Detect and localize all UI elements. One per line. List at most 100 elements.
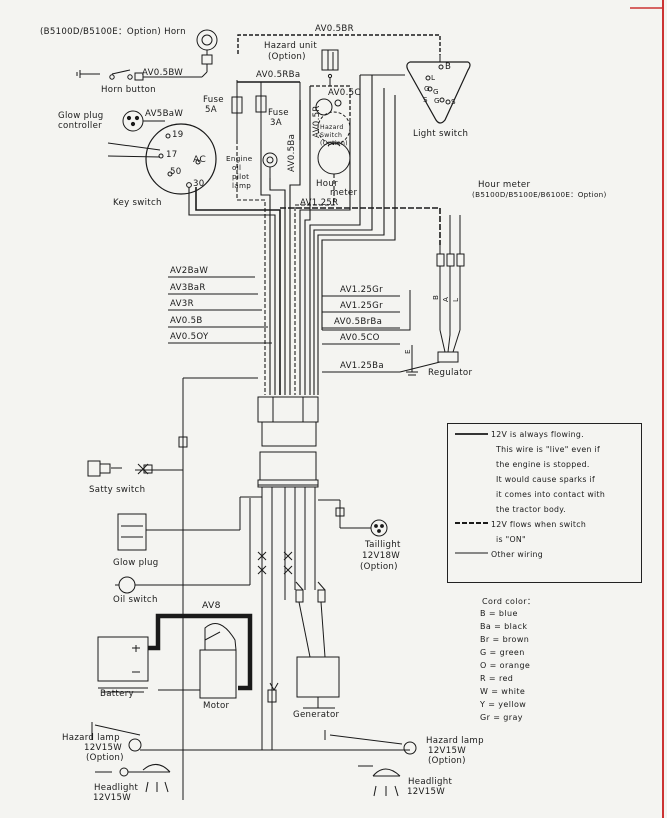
hazard-unit-label-2: (Option) — [268, 52, 306, 62]
av8-label: AV8 — [202, 600, 221, 611]
regulator-term-l: L — [451, 297, 460, 302]
key-terminal-50: 50 — [170, 167, 182, 177]
hour-meter-option-label-1: Hour meter — [478, 180, 531, 190]
wire-av125gr-label: AV1.25Gr — [340, 285, 383, 295]
legend-other-line: Other wiring — [491, 550, 544, 559]
lower-lamps — [91, 722, 417, 797]
motor-symbol — [158, 623, 237, 699]
hazard-lamp-right-label-1: Hazard lamp — [426, 736, 484, 746]
oil-switch-symbol — [115, 498, 251, 594]
hazard-switch-label-3: (Option) — [320, 140, 348, 147]
av8-cable — [148, 613, 253, 691]
hazard-lamp-left-label-1: Hazard lamp — [62, 733, 120, 743]
wire-av05ba-label: AV0.5Ba — [287, 133, 297, 172]
engine-oil-label-4: lamp — [232, 181, 252, 190]
satty-switch-label: Satty switch — [89, 485, 146, 495]
hazard-unit-symbol — [321, 49, 339, 86]
wire-av125gr-label-2: AV1.25Gr — [340, 301, 383, 311]
legend-always-line-4: It would cause sparks if — [496, 475, 596, 484]
oil-switch-label: Oil switch — [113, 595, 158, 605]
wire-av05co-label: AV0.5CO — [340, 333, 380, 343]
hazard-lamp-left-label-2: 12V15W — [84, 743, 123, 753]
legend-always-line-5: it comes into contact with — [496, 490, 606, 499]
glow-plug-symbol — [117, 496, 262, 551]
light-switch-term-g3: G — [433, 87, 439, 96]
engine-oil-label-1: Engine — [226, 154, 253, 163]
fuse-5a — [231, 80, 243, 140]
legend-switch-line-2: is "ON" — [496, 535, 526, 544]
horn-button-label: Horn button — [101, 85, 156, 95]
hazard-switch-label-2: Switch — [320, 132, 343, 139]
headlight-left-label-1: Headlight — [94, 783, 139, 793]
glow-plug-label: Glow plug — [113, 558, 159, 568]
key-switch-label: Key switch — [113, 198, 162, 208]
light-switch-term-l: L — [431, 73, 436, 82]
generator-symbol — [296, 601, 340, 709]
taillight-label-1: Taillight — [365, 540, 401, 550]
regulator-term-b: B — [431, 294, 440, 300]
engine-oil-label-2: oil — [232, 163, 242, 172]
generator-label: Generator — [293, 710, 340, 720]
regulator-label: Regulator — [428, 368, 473, 378]
legend-always-line-6: the tractor body. — [496, 505, 566, 514]
taillight-label-2: 12V18W — [362, 551, 401, 561]
wire-av05r-label: AV0.5R — [312, 105, 322, 138]
engine-oil-label-3: pilot — [232, 172, 250, 181]
wire-av125ba-label: AV1.25Ba — [340, 361, 384, 371]
regulator-symbol — [406, 329, 461, 376]
hazard-lamp-right-label-2: 12V15W — [428, 746, 467, 756]
battery-symbol — [97, 636, 149, 693]
hazard-lamp-right-label-3: (Option) — [428, 756, 466, 766]
headlight-right-label-2: 12V15W — [407, 787, 446, 797]
wire-av2baw-label: AV2BaW — [170, 266, 209, 276]
harness-connector — [257, 396, 319, 488]
light-switch-symbol — [406, 61, 471, 124]
wire-av3bar-label: AV3BaR — [170, 283, 206, 293]
hour-meter-option-label-2: (B5100D/B5100E/B6100E：Option) — [472, 190, 607, 199]
light-switch-term-s2: S — [451, 97, 456, 106]
wire-av05oy-label: AV0.5OY — [170, 332, 209, 342]
wire-av125r-label: AV1.25R — [300, 198, 339, 208]
light-switch-term-s: S — [423, 95, 428, 104]
glow-plug-controller-symbol — [122, 110, 165, 132]
taillight-symbol — [318, 499, 388, 537]
legend-switch-line-1: 12V flows when switch — [491, 520, 587, 529]
cord-color-item: W = white — [480, 687, 526, 696]
cord-color-item: Y = yellow — [480, 700, 527, 709]
wire-av05bw-label: AV0.5BW — [142, 68, 184, 78]
battery-label: Battery — [100, 689, 134, 699]
fuse-3a-label-1: Fuse — [268, 108, 289, 118]
light-switch-term-g: G — [424, 84, 430, 93]
main-harness — [188, 74, 405, 395]
cord-color-item: Ba = black — [480, 622, 528, 631]
legend-always-line-3: the engine is stopped. — [496, 460, 590, 469]
hazard-unit-label-1: Hazard unit — [264, 41, 318, 51]
lower-harness — [257, 487, 326, 740]
legend-always-line-2: This wire is "live" even if — [496, 445, 601, 454]
regulator-term-a: A — [441, 296, 450, 302]
cord-color-item: Gr = gray — [480, 713, 523, 722]
legend-always-line-1: 12V is always flowing. — [491, 430, 584, 439]
wire-av05rba-label: AV0.5RBa — [256, 70, 301, 80]
wire-lead-lines — [168, 276, 400, 373]
key-terminal-17: 17 — [166, 150, 178, 160]
fuse-5a-label-2: 5A — [205, 105, 217, 115]
cord-color-item: B = blue — [480, 609, 518, 618]
engine-oil-lamp-symbol — [262, 152, 278, 178]
wiring-legend — [447, 423, 642, 583]
hazard-switch-label-1: Hazard — [320, 124, 344, 131]
fuse-5a-label-1: Fuse — [203, 95, 224, 105]
wire-av5baw-label: AV5BaW — [145, 109, 184, 119]
wire-av05brba-label: AV0.5BrBa — [334, 317, 383, 327]
hour-meter-label-2: meter — [330, 188, 358, 198]
headlight-right-label-1: Headlight — [408, 777, 453, 787]
horn-button-symbol — [76, 69, 208, 81]
regulator-term-e: E — [403, 349, 412, 354]
glow-plug-controller-label-1: Glow plug — [58, 111, 104, 121]
cord-color-item: G = green — [480, 648, 525, 657]
horn-option-label: (B5100D/B5100E：Option) Horn — [40, 27, 186, 37]
cord-color-item: O = orange — [480, 661, 531, 670]
taillight-label-3: (Option) — [360, 562, 398, 572]
